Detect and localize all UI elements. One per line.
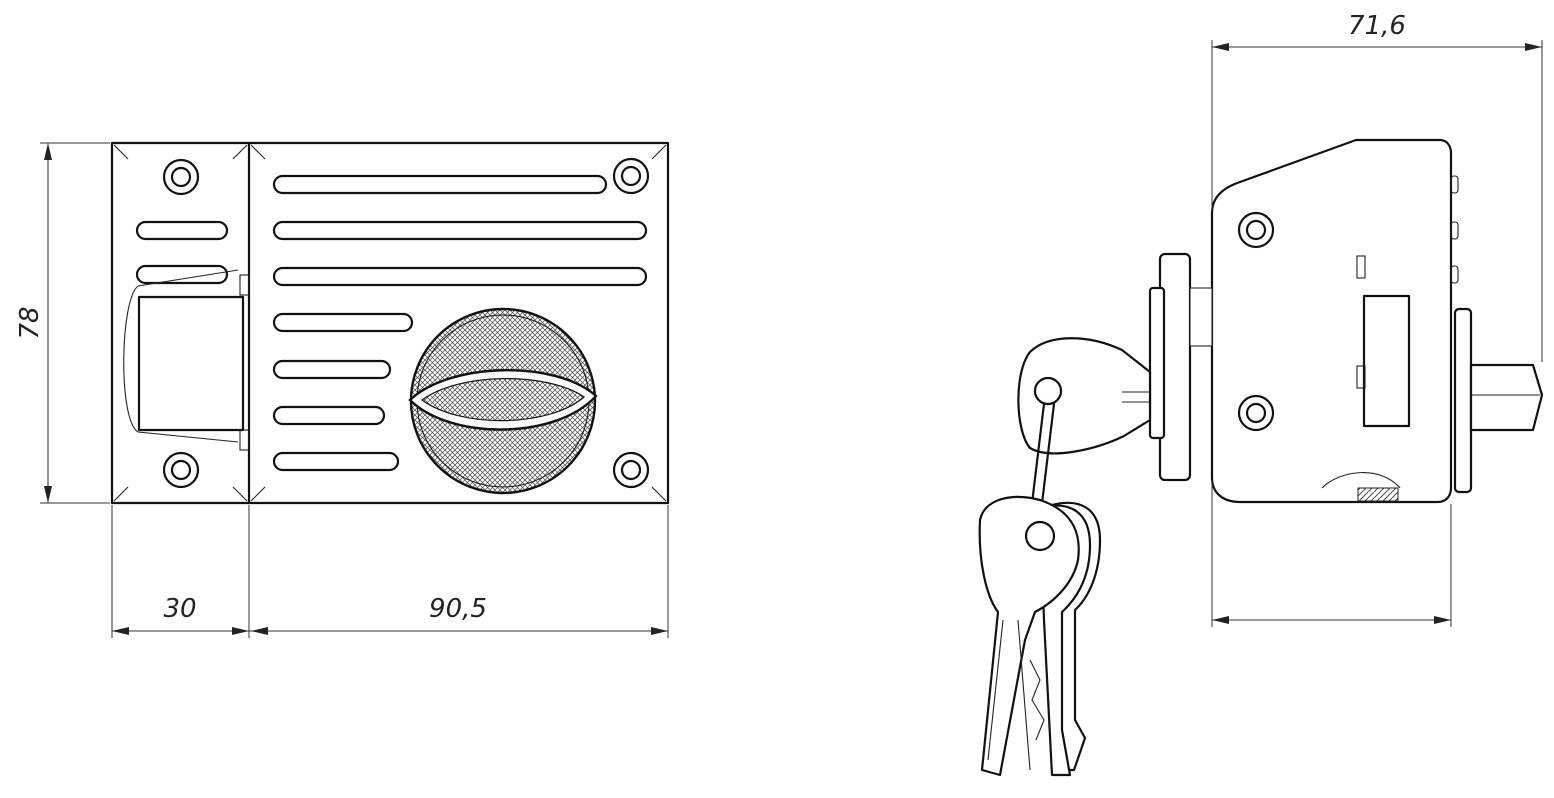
knob-rose [1453,307,1473,494]
vent-slot [135,264,229,285]
corner-marks [113,144,667,502]
screw-head-icon [162,451,200,489]
front-view: 78 30 90,5 [15,141,670,638]
side-view: 71,6 [978,11,1544,777]
left-width-label: 30 [163,594,196,624]
right-width-label: 90,5 [429,594,487,624]
screw-head-icon [612,451,650,489]
latch-window [1362,294,1411,428]
screw-head-icon [1237,394,1275,432]
hatched-strike [1357,487,1399,502]
front-plate-outline [110,141,670,505]
latch-bolt [123,269,250,451]
dimension-widths [111,505,669,638]
side-width-label: 71,6 [1348,11,1406,41]
knob-icon [408,307,598,495]
indicator-mark [1356,365,1366,389]
key-icon [978,495,1080,777]
screw-head-icon [162,158,200,196]
screw-head-icon [612,157,650,195]
lock-housing [1210,138,1453,504]
cylinder-face [1148,286,1166,440]
dimension-height [40,142,110,504]
dimension-side-top [1211,40,1543,362]
latch-arc [1321,472,1401,489]
housing-bumps [1450,175,1459,284]
knob-grip [1469,363,1544,432]
dimension-side-bottom [1211,480,1452,627]
height-label: 78 [15,306,45,339]
vent-slot [135,220,229,241]
key-icon [1017,337,1152,455]
screw-head-icon [1237,211,1275,249]
cylinder-body [1189,287,1213,347]
vent-slots [272,174,648,472]
indicator-mark [1356,255,1366,279]
